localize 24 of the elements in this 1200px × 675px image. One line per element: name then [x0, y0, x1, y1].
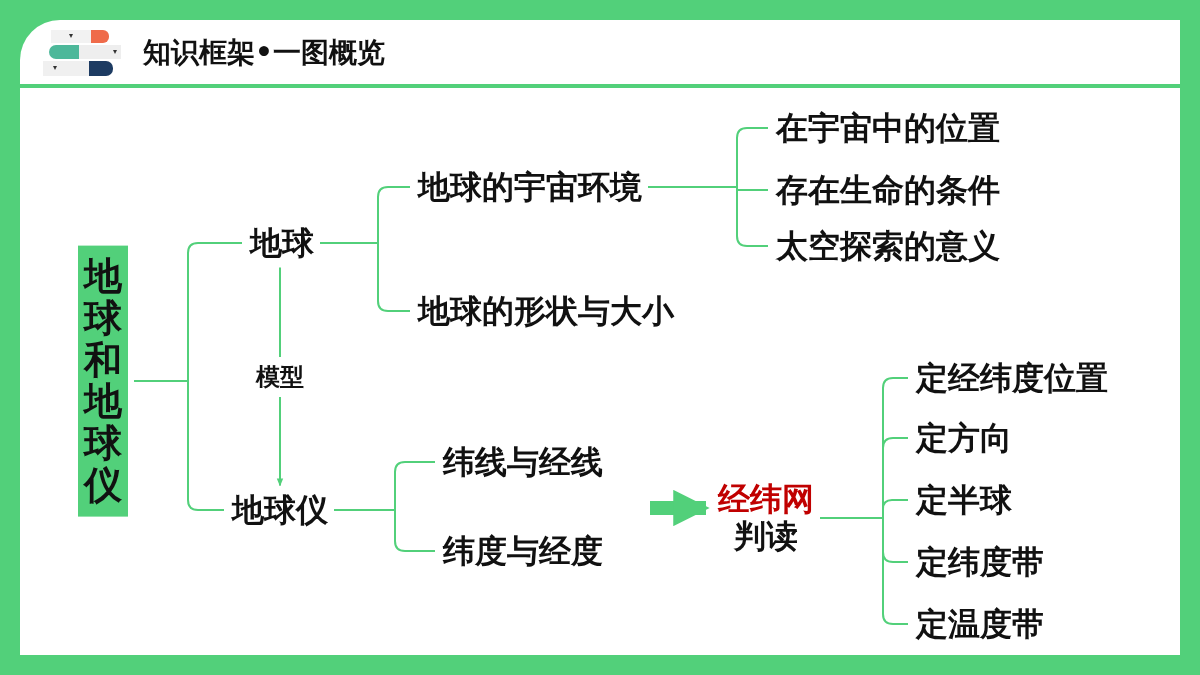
topic-box: 地球和地球仪	[78, 245, 128, 517]
topic-label: 地球的形状与大小	[418, 292, 674, 330]
body-text: 判读	[734, 518, 798, 555]
topic-label: 定温度带	[916, 605, 1044, 643]
topic-label: 纬线与经线	[443, 443, 603, 481]
topic-label: 存在生命的条件	[776, 171, 1000, 209]
bracket-line	[647, 186, 769, 247]
topic-label: 地球的宇宙环境	[418, 168, 642, 206]
topic-label: 地球	[250, 224, 314, 262]
heading-text: 经纬网	[718, 481, 814, 518]
bracket-line	[319, 242, 411, 312]
topic-label: 定方向	[916, 419, 1012, 457]
topic-label: 定经纬度位置	[916, 359, 1108, 397]
bracket-line	[133, 380, 225, 511]
topic-label: 太空探索的意义	[776, 227, 1000, 265]
page-title: 知识框架•一图概览	[143, 35, 385, 71]
thick-arrow	[650, 489, 710, 527]
topic-label: 在宇宙中的位置	[776, 109, 1000, 147]
topic-label: 纬度与经度	[443, 532, 603, 570]
topic-label: 定半球	[916, 481, 1012, 519]
bracket-line	[819, 517, 909, 625]
topic-label: 定纬度带	[916, 543, 1044, 581]
edge-label: 模型	[256, 356, 304, 397]
topic-label: 地球仪	[232, 491, 328, 529]
